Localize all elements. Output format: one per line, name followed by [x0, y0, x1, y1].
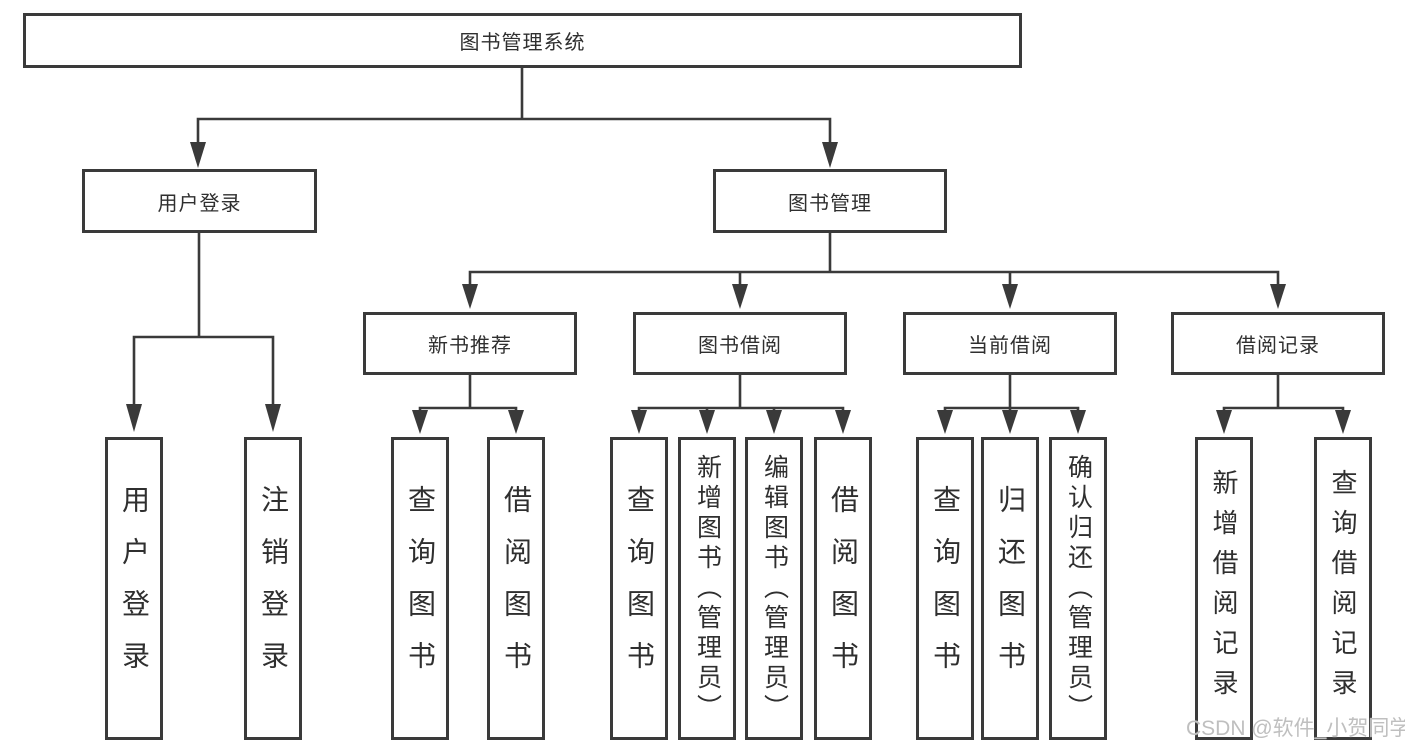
node-leaf-borrow-books-borrowing-label: 借阅图书	[828, 484, 859, 693]
connector-current-borrowing-to-children	[937, 373, 1086, 434]
node-leaf-add-book-admin-label: 新增图书（管理员）	[693, 453, 722, 724]
node-book-management-label: 图书管理	[788, 192, 872, 215]
node-leaf-borrow-books-recommend-label: 借阅图书	[501, 484, 532, 693]
node-leaf-borrow-books-borrowing: 借阅图书	[814, 437, 872, 740]
connector-new-book-recommendation-to-children	[412, 373, 524, 434]
node-current-borrowing: 当前借阅	[903, 312, 1117, 375]
node-current-borrowing-label: 当前借阅	[968, 335, 1052, 357]
node-leaf-query-borrow-record-label: 查询借阅记录	[1328, 468, 1358, 709]
node-leaf-logout: 注销登录	[244, 437, 302, 740]
node-leaf-return-books: 归还图书	[981, 437, 1039, 740]
node-leaf-edit-book-admin-label: 编辑图书（管理员）	[760, 453, 789, 724]
node-leaf-query-books-borrowing: 查询图书	[610, 437, 668, 740]
node-leaf-confirm-return-admin: 确认归还（管理员）	[1049, 437, 1107, 740]
node-book-borrowing: 图书借阅	[633, 312, 847, 375]
node-leaf-add-borrow-record-label: 新增借阅记录	[1209, 468, 1239, 709]
node-leaf-user-login-label: 用户登录	[119, 484, 150, 693]
connector-book-management-to-level3	[462, 231, 1286, 309]
connector-root-to-level2	[190, 66, 838, 168]
node-leaf-add-book-admin: 新增图书（管理员）	[678, 437, 736, 740]
node-leaf-query-books-recommend-label: 查询图书	[405, 484, 436, 693]
node-leaf-query-books-borrowing-label: 查询图书	[624, 484, 655, 693]
node-leaf-query-borrow-record: 查询借阅记录	[1314, 437, 1372, 740]
connector-borrowing-records-to-children	[1216, 373, 1351, 434]
node-leaf-query-books-current-label: 查询图书	[930, 484, 961, 693]
node-leaf-user-login: 用户登录	[105, 437, 163, 740]
node-leaf-logout-label: 注销登录	[258, 484, 289, 693]
node-new-book-recommendation: 新书推荐	[363, 312, 577, 375]
node-leaf-return-books-label: 归还图书	[995, 484, 1026, 693]
csdn-watermark: CSDN @软件_小贺同学	[1186, 717, 1405, 740]
node-leaf-query-books-current: 查询图书	[916, 437, 974, 740]
node-new-book-recommendation-label: 新书推荐	[428, 335, 512, 357]
node-user-login-label: 用户登录	[157, 192, 242, 215]
connector-user-login-to-children	[126, 231, 281, 432]
node-leaf-edit-book-admin: 编辑图书（管理员）	[745, 437, 803, 740]
node-leaf-borrow-books-recommend: 借阅图书	[487, 437, 545, 740]
node-user-login: 用户登录	[82, 169, 317, 233]
node-root: 图书管理系统	[23, 13, 1022, 68]
node-leaf-query-books-recommend: 查询图书	[391, 437, 449, 740]
node-book-borrowing-label: 图书借阅	[698, 335, 782, 357]
node-leaf-confirm-return-admin-label: 确认归还（管理员）	[1064, 453, 1093, 724]
node-leaf-add-borrow-record: 新增借阅记录	[1195, 437, 1253, 740]
connector-book-borrowing-to-children	[631, 373, 851, 434]
node-root-label: 图书管理系统	[459, 32, 586, 54]
node-borrowing-records: 借阅记录	[1171, 312, 1385, 375]
node-borrowing-records-label: 借阅记录	[1236, 335, 1320, 357]
node-book-management: 图书管理	[713, 169, 947, 233]
